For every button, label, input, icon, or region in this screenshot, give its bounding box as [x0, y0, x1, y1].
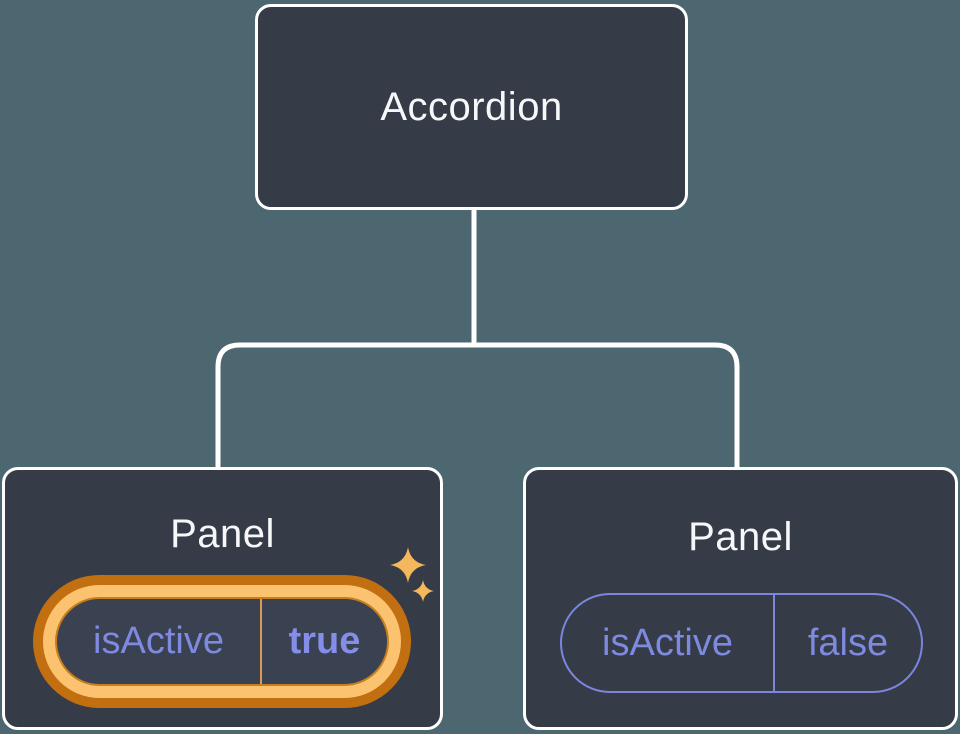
sparkle-icon [412, 580, 434, 602]
pill-divider [260, 599, 262, 684]
panel-node-active: Panel isActive true [2, 467, 443, 730]
sparkle-icon [390, 547, 426, 583]
state-key-label: isActive [602, 621, 733, 664]
state-value-label: true [288, 620, 361, 662]
state-value-label: false [807, 621, 889, 664]
state-pill-highlight-ring: isActive true [43, 585, 401, 698]
panel-node-label: Panel [170, 512, 275, 556]
accordion-node-label: Accordion [380, 84, 563, 129]
state-pill-body: isActive true [55, 597, 389, 686]
accordion-node: Accordion [255, 4, 688, 210]
pill-divider [773, 595, 775, 691]
panel-node-label: Panel [688, 515, 793, 559]
connector-branch-line [215, 342, 740, 470]
state-pill-plain: isActive false [560, 593, 923, 693]
state-key-label: isActive [93, 620, 224, 662]
panel-node-inactive: Panel isActive false [523, 467, 958, 730]
state-pill-highlighted: isActive true [33, 575, 411, 708]
